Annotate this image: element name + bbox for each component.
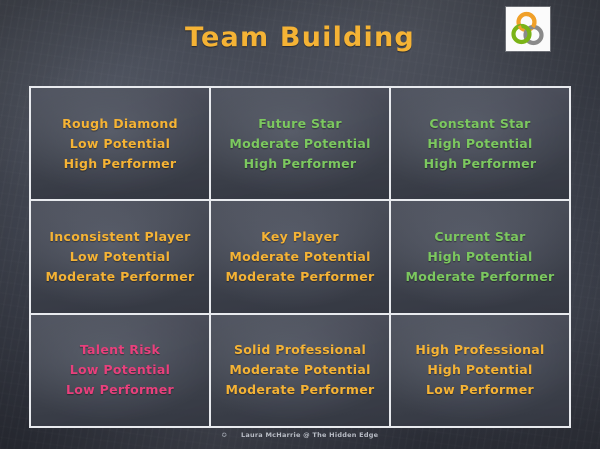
grid-cell-high-professional[interactable]: High Professional High Potential Low Per… xyxy=(391,315,569,426)
cell-title: Rough Diamond xyxy=(62,115,178,131)
footer-credit: ✪ Laura McHarrie @ The Hidden Edge xyxy=(0,431,600,439)
cell-title: High Professional xyxy=(415,342,545,358)
cell-performance: Moderate Performer xyxy=(405,268,555,284)
grid-cell-rough-diamond[interactable]: Rough Diamond Low Potential High Perform… xyxy=(31,88,209,199)
cell-potential: Moderate Potential xyxy=(229,248,371,264)
footer-credit-text: Laura McHarrie @ The Hidden Edge xyxy=(240,431,379,439)
grid-cell-solid-professional[interactable]: Solid Professional Moderate Potential Mo… xyxy=(211,315,389,426)
cell-performance: Moderate Performer xyxy=(225,268,375,284)
grid-cell-talent-risk[interactable]: Talent Risk Low Potential Low Performer xyxy=(31,315,209,426)
cell-performance: Moderate Performer xyxy=(45,268,195,284)
grid-cell-inconsistent-player[interactable]: Inconsistent Player Low Potential Modera… xyxy=(31,201,209,312)
cell-potential: High Potential xyxy=(427,135,533,151)
grid-cell-future-star[interactable]: Future Star Moderate Potential High Perf… xyxy=(211,88,389,199)
cell-performance: Moderate Performer xyxy=(225,382,375,398)
cell-potential: High Potential xyxy=(427,362,533,378)
cell-potential: High Potential xyxy=(427,248,533,264)
cell-potential: Moderate Potential xyxy=(229,362,371,378)
grid-cell-constant-star[interactable]: Constant Star High Potential High Perfor… xyxy=(391,88,569,199)
cell-title: Constant Star xyxy=(429,115,531,131)
cell-title: Key Player xyxy=(261,228,339,244)
cell-performance: High Performer xyxy=(63,155,177,171)
page-title: Team Building xyxy=(185,22,415,53)
cell-title: Talent Risk xyxy=(79,342,161,358)
cell-performance: Low Performer xyxy=(65,382,174,398)
slide-header: Team Building xyxy=(0,0,600,80)
cell-title: Solid Professional xyxy=(233,342,367,358)
bullet-icon: ✪ xyxy=(221,432,227,439)
cell-potential: Low Potential xyxy=(69,248,171,264)
cell-potential: Low Potential xyxy=(69,362,171,378)
cell-performance: High Performer xyxy=(423,155,537,171)
grid-cell-current-star[interactable]: Current Star High Potential Moderate Per… xyxy=(391,201,569,312)
cell-title: Current Star xyxy=(434,228,526,244)
hidden-edge-interlocking-rings-logo xyxy=(506,7,550,51)
cell-potential: Moderate Potential xyxy=(229,135,371,151)
cell-performance: High Performer xyxy=(243,155,357,171)
grid-cell-key-player[interactable]: Key Player Moderate Potential Moderate P… xyxy=(211,201,389,312)
cell-potential: Low Potential xyxy=(69,135,171,151)
cell-title: Inconsistent Player xyxy=(49,228,191,244)
cell-title: Future Star xyxy=(258,115,342,131)
cell-performance: Low Performer xyxy=(425,382,534,398)
nine-box-talent-grid: Rough Diamond Low Potential High Perform… xyxy=(29,86,571,428)
